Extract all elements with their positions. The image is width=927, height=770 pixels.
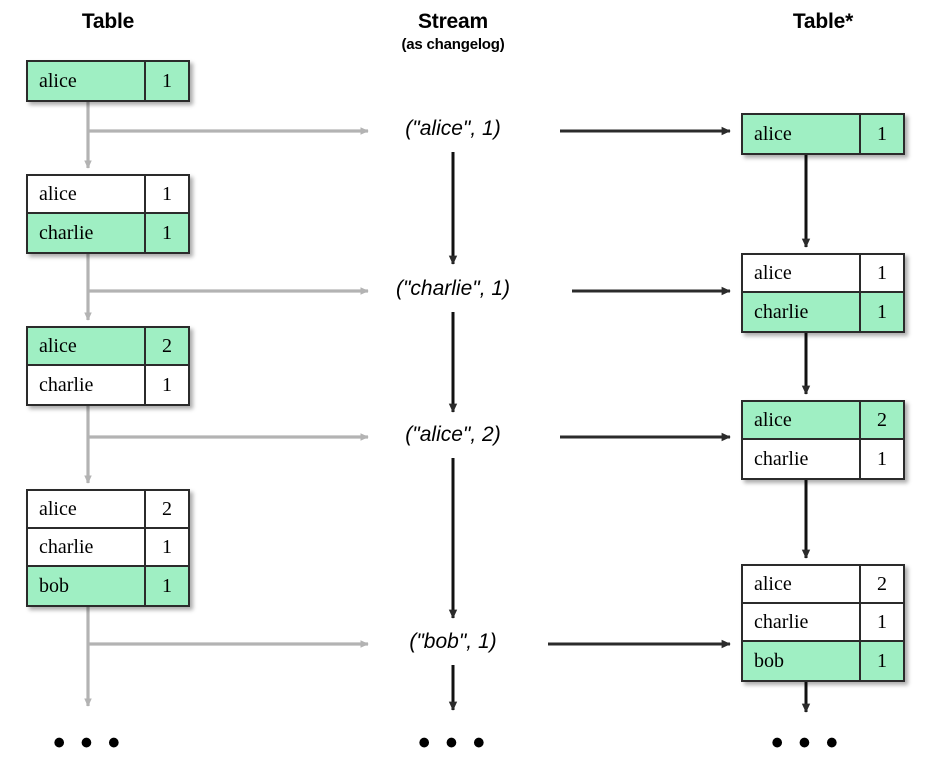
left-table-1: alice 1 <box>26 60 190 102</box>
ellipsis-left: • • • <box>53 724 123 762</box>
table-cell-key: alice <box>28 62 146 100</box>
table-row: alice 1 <box>743 115 903 153</box>
table-row: alice 1 <box>743 255 903 293</box>
left-table-4: alice 2 charlie 1 bob 1 <box>26 489 190 607</box>
table-cell-key: charlie <box>28 366 146 404</box>
column-header-table: Table <box>26 10 190 34</box>
right-table-1: alice 1 <box>741 113 905 155</box>
table-cell-value: 1 <box>877 611 887 633</box>
column-header-table-star-label: Table* <box>792 10 854 33</box>
table-cell-key: alice <box>743 402 861 438</box>
table-cell-value: 1 <box>877 262 887 284</box>
right-table-2: alice 1 charlie 1 <box>741 253 905 333</box>
table-row: charlie 1 <box>743 604 903 642</box>
table-row: charlie 1 <box>28 366 188 404</box>
table-cell-key: charlie <box>28 214 146 252</box>
table-cell-value: 1 <box>162 575 172 597</box>
table-row: alice 2 <box>743 402 903 440</box>
table-row: alice 1 <box>28 62 188 100</box>
table-cell-value: 1 <box>877 650 887 672</box>
table-cell-key: bob <box>28 567 146 605</box>
table-cell-value: 1 <box>162 222 172 244</box>
table-row: charlie 1 <box>743 440 903 478</box>
stream-event-2: ("charlie", 1) <box>395 277 511 300</box>
stream-event-4: ("bob", 1) <box>409 630 497 653</box>
column-header-stream-label: Stream <box>417 10 488 33</box>
table-cell-value: 2 <box>162 335 172 357</box>
stream-event-1: ("alice", 1) <box>405 117 501 140</box>
table-row: charlie 1 <box>28 529 188 567</box>
table-cell-value: 1 <box>877 448 887 470</box>
table-row: bob 1 <box>28 567 188 605</box>
left-table-2: alice 1 charlie 1 <box>26 174 190 254</box>
table-cell-key: charlie <box>743 293 861 331</box>
table-cell-value: 2 <box>162 498 172 520</box>
table-cell-key: alice <box>743 255 861 291</box>
column-header-stream-sublabel: (as changelog) <box>401 36 505 53</box>
stream-event-3: ("alice", 2) <box>405 423 501 446</box>
table-cell-value: 1 <box>877 123 887 145</box>
right-table-4: alice 2 charlie 1 bob 1 <box>741 564 905 682</box>
table-cell-value: 1 <box>162 536 172 558</box>
table-cell-key: alice <box>743 566 861 602</box>
table-row: alice 2 <box>743 566 903 604</box>
table-cell-key: alice <box>28 491 146 527</box>
table-cell-key: charlie <box>743 440 861 478</box>
table-cell-value: 1 <box>162 70 172 92</box>
table-row: charlie 1 <box>743 293 903 331</box>
column-header-table-label: Table <box>81 10 135 33</box>
left-table-3: alice 2 charlie 1 <box>26 326 190 406</box>
table-row: alice 1 <box>28 176 188 214</box>
ellipsis-stream: • • • <box>418 724 488 762</box>
table-cell-value: 1 <box>877 301 887 323</box>
table-cell-value: 1 <box>162 183 172 205</box>
ellipsis-right: • • • <box>771 724 841 762</box>
table-cell-key: charlie <box>28 529 146 565</box>
table-cell-value: 2 <box>877 409 887 431</box>
table-cell-key: charlie <box>743 604 861 640</box>
column-header-table-star: Table* <box>741 10 905 34</box>
table-row: alice 2 <box>28 491 188 529</box>
table-cell-key: alice <box>28 176 146 212</box>
table-to-stream-arrows <box>88 127 369 648</box>
table-row: bob 1 <box>743 642 903 680</box>
table-cell-value: 2 <box>877 573 887 595</box>
table-row: alice 2 <box>28 328 188 366</box>
stream-to-table-arrows <box>548 126 731 649</box>
table-cell-key: alice <box>28 328 146 364</box>
table-cell-key: alice <box>743 115 861 153</box>
table-cell-value: 1 <box>162 374 172 396</box>
table-cell-key: bob <box>743 642 861 680</box>
right-table-3: alice 2 charlie 1 <box>741 400 905 480</box>
table-row: charlie 1 <box>28 214 188 252</box>
column-header-stream: Stream (as changelog) <box>353 10 553 53</box>
